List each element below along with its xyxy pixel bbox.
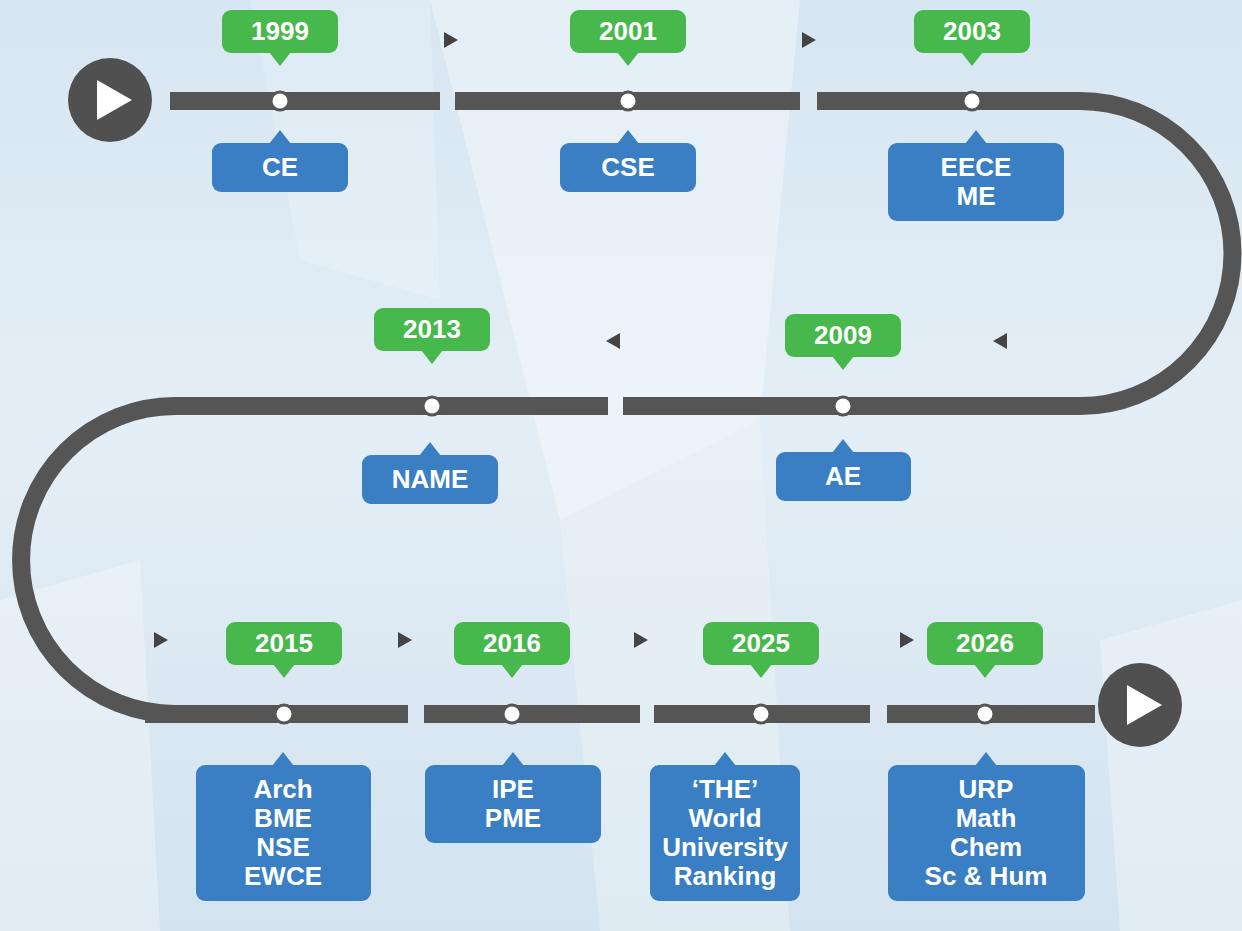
timeline-dot [423,397,441,415]
department-box: ArchBMENSEEWCE [196,765,371,901]
track-segment [160,705,408,723]
direction-arrow [444,32,458,48]
department-label: IPE [437,775,589,804]
year-bubble: 2026 [927,622,1043,665]
department-label: Chem [900,833,1073,862]
direction-arrow [154,632,168,648]
play-button [1098,663,1182,747]
year-label: 2015 [244,629,324,658]
department-label: Math [900,804,1073,833]
track-segment [21,406,608,714]
track-segment [654,705,870,723]
timeline-dot [619,92,637,110]
timeline-dot [503,705,521,723]
year-bubble: 2025 [703,622,819,665]
building-shape [1100,600,1242,931]
direction-arrow [606,333,620,349]
department-label: URP [900,775,1073,804]
timeline-dot [752,705,770,723]
year-bubble: 2015 [226,622,342,665]
department-box: NAME [362,455,498,504]
department-box: CE [212,143,348,192]
direction-arrow [993,333,1007,349]
year-label: 2013 [392,315,472,344]
direction-arrow [634,632,648,648]
department-box: IPEPME [425,765,601,843]
department-label: CE [224,153,336,182]
department-box: EECEME [888,143,1064,221]
direction-arrow [398,632,412,648]
department-box: AE [776,452,911,501]
year-label: 2016 [472,629,552,658]
department-label: PME [437,804,589,833]
year-label: 2026 [945,629,1025,658]
play-triangle [1127,685,1162,725]
track-segment [424,705,640,723]
timeline-dot [976,705,994,723]
department-label: AE [788,462,899,491]
year-bubble: 2003 [914,10,1030,53]
year-label: 2009 [803,321,883,350]
direction-arrow [802,32,816,48]
department-box: URPMathChemSc & Hum [888,765,1085,901]
year-label: 2025 [721,629,801,658]
department-label: Arch [208,775,359,804]
department-label: NAME [374,465,486,494]
department-label: CSE [572,153,684,182]
year-bubble: 2009 [785,314,901,357]
department-label: Sc & Hum [900,862,1073,891]
department-label: BME [208,804,359,833]
track-segment [455,92,800,110]
timeline-dot [834,397,852,415]
timeline-dot [963,92,981,110]
track-segment [887,705,1095,723]
department-box: ‘THE’ World University Ranking [650,765,800,901]
year-bubble: 2001 [570,10,686,53]
department-label: EWCE [208,862,359,891]
play-triangle [97,80,132,120]
track-segment [170,92,440,110]
department-label: NSE [208,833,359,862]
department-box: CSE [560,143,696,192]
timeline-dot [271,92,289,110]
year-label: 2003 [932,17,1012,46]
department-label: ME [900,182,1052,211]
year-bubble: 1999 [222,10,338,53]
track-segment [623,101,1233,406]
play-button [68,58,152,142]
department-label: EECE [900,153,1052,182]
year-bubble: 2013 [374,308,490,351]
year-label: 1999 [240,17,320,46]
year-label: 2001 [588,17,668,46]
direction-arrow [900,632,914,648]
timeline-dot [275,705,293,723]
year-bubble: 2016 [454,622,570,665]
department-label: ‘THE’ World University Ranking [662,775,788,891]
